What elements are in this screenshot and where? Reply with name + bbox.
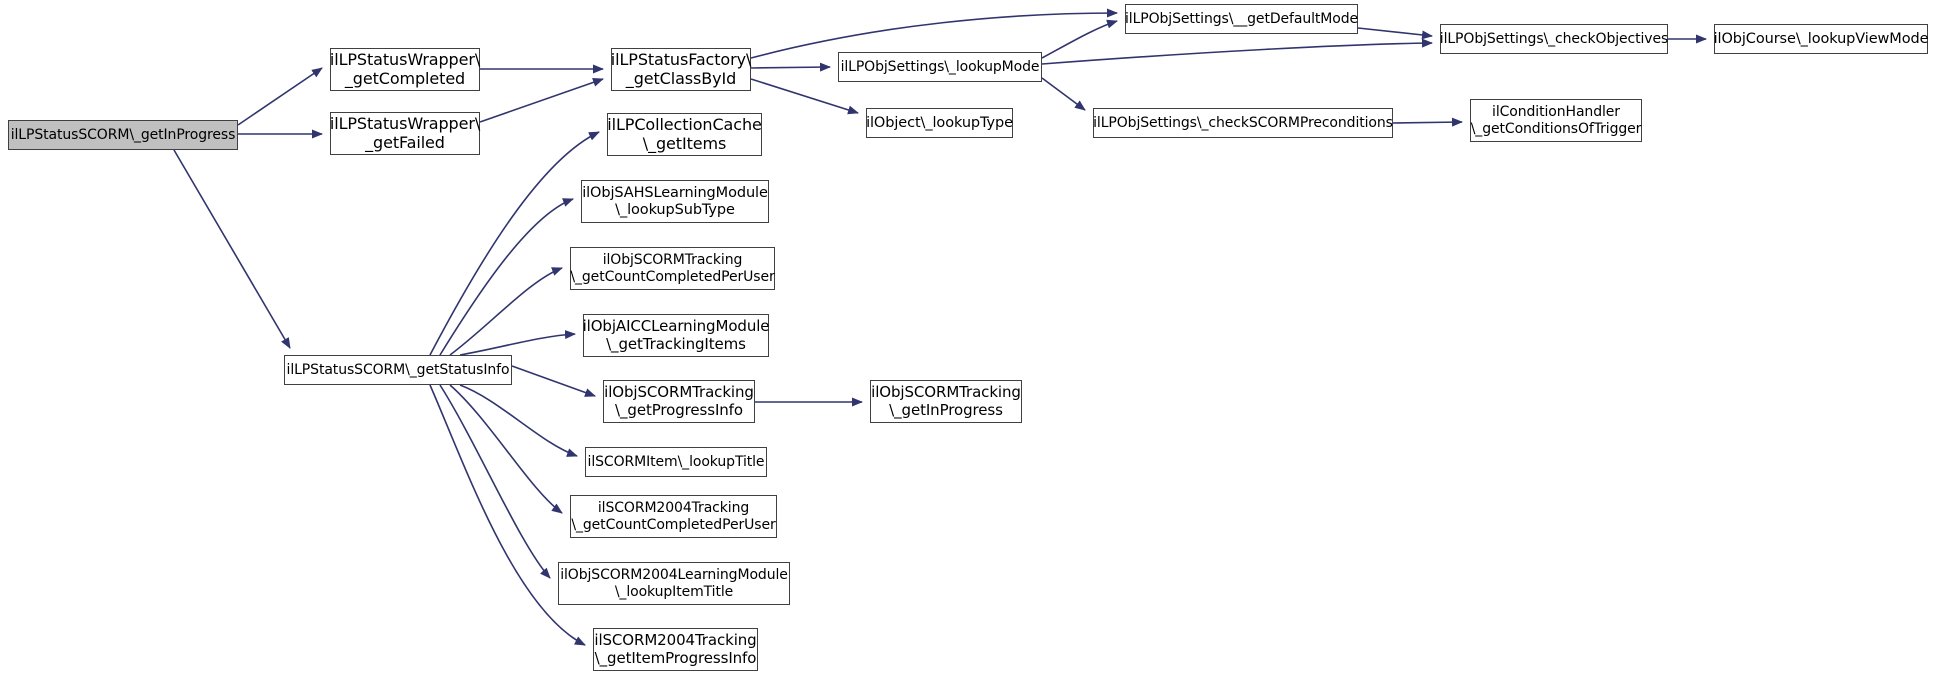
graph-node-n3[interactable]: ilLPStatusFactory\_getClassById bbox=[611, 48, 751, 91]
graph-node-n12[interactable]: ilSCORM2004Tracking\_getItemProgressInfo bbox=[593, 628, 758, 671]
call-edge bbox=[750, 78, 859, 115]
graph-node-n10[interactable]: ilSCORM2004Tracking\_getCountCompletedPe… bbox=[570, 495, 777, 538]
graph-node-label: ilObjAICCLearningModule bbox=[582, 317, 770, 336]
graph-node-label: \_getProgressInfo bbox=[615, 400, 743, 419]
graph-node-label: ilSCORM2004Tracking bbox=[594, 631, 757, 650]
call-edge bbox=[459, 330, 576, 356]
graph-node-n20[interactable]: ilObjCourse\_lookupViewMode bbox=[1713, 24, 1929, 54]
graph-node-n14[interactable]: ilLPObjSettings\_lookupMode bbox=[838, 52, 1042, 82]
graph-node-n18[interactable]: ilLPObjSettings\_checkObjectives bbox=[1440, 24, 1668, 54]
graph-node-label: \_getItems bbox=[642, 133, 727, 153]
graph-node-label: ilSCORM2004Tracking bbox=[597, 500, 750, 517]
graph-node-label: ilObjSCORMTracking bbox=[604, 383, 754, 402]
graph-node-label: ilLPObjSettings\_checkObjectives bbox=[1439, 30, 1669, 47]
call-edge bbox=[479, 78, 604, 123]
call-edge bbox=[750, 62, 831, 72]
graph-node-label: ilObjSCORMTracking bbox=[602, 252, 743, 269]
graph-node-n9[interactable]: ilSCORMItem\_lookupTitle bbox=[585, 447, 767, 477]
graph-node-label: _getCompleted bbox=[344, 68, 466, 88]
graph-node-label: \_getInProgress bbox=[889, 400, 1003, 419]
call-edge bbox=[1392, 117, 1463, 127]
graph-node-label: \_lookupSubType bbox=[615, 201, 735, 218]
graph-node-n7[interactable]: ilObjAICCLearningModule\_getTrackingItem… bbox=[582, 314, 770, 357]
graph-node-label: \_getCountCompletedPerUser bbox=[571, 516, 776, 533]
graph-node-label: ilLPObjSettings\_checkSCORMPreconditions bbox=[1093, 114, 1393, 131]
graph-node-n4[interactable]: ilLPCollectionCache\_getItems bbox=[607, 113, 762, 156]
call-edge bbox=[173, 149, 291, 349]
graph-node-label: ilObjCourse\_lookupViewMode bbox=[1713, 30, 1929, 47]
graph-node-label: ilObjSAHSLearningModule bbox=[582, 184, 768, 201]
graph-node-label: \_getConditionsOfTrigger bbox=[1470, 120, 1642, 137]
call-edge bbox=[237, 67, 323, 126]
graph-node-n15[interactable]: ilObject\_lookupType bbox=[866, 108, 1013, 138]
graph-node-label: ilLPCollectionCache bbox=[607, 114, 762, 134]
graph-node-n19[interactable]: ilConditionHandler\_getConditionsOfTrigg… bbox=[1470, 99, 1642, 142]
call-edge bbox=[429, 384, 586, 646]
graph-node-n11[interactable]: ilObjSCORM2004LearningModule\_lookupItem… bbox=[558, 562, 790, 605]
call-edge bbox=[439, 384, 551, 579]
graph-node-n1[interactable]: ilLPStatusWrapper\_getCompleted bbox=[330, 48, 480, 91]
call-edge bbox=[1041, 77, 1086, 111]
graph-node-label: \_getItemProgressInfo bbox=[594, 648, 757, 667]
call-edge bbox=[439, 198, 574, 356]
call-edge bbox=[1041, 38, 1433, 65]
graph-node-n17[interactable]: ilLPObjSettings\_checkSCORMPreconditions bbox=[1093, 108, 1393, 138]
graph-node-label: ilLPStatusSCORM\_getStatusInfo bbox=[286, 361, 510, 378]
call-edge bbox=[459, 384, 578, 457]
graph-node-label: ilObjSCORM2004LearningModule bbox=[560, 567, 788, 584]
graph-node-label: ilLPObjSettings\_lookupMode bbox=[840, 58, 1040, 75]
graph-node-n6[interactable]: ilObjSCORMTracking\_getCountCompletedPer… bbox=[570, 247, 775, 290]
call-edge bbox=[1041, 19, 1118, 59]
graph-node-label: _getClassById bbox=[625, 68, 737, 88]
graph-node-label: ilConditionHandler bbox=[1492, 104, 1620, 121]
graph-node-label: ilSCORMItem\_lookupTitle bbox=[587, 453, 765, 470]
graph-node-label: _getFailed bbox=[365, 132, 445, 152]
graph-node-label: ilLPObjSettings\__getDefaultMode bbox=[1124, 10, 1359, 27]
graph-node-label: ilObject\_lookupType bbox=[866, 114, 1013, 131]
graph-node-n16[interactable]: ilLPObjSettings\__getDefaultMode bbox=[1125, 4, 1358, 34]
graph-node-label: ilLPStatusWrapper\ bbox=[329, 113, 481, 133]
call-edge bbox=[449, 267, 563, 356]
graph-node-label: ilLPStatusFactory\ bbox=[610, 49, 752, 69]
graph-node-label: ilLPStatusWrapper\ bbox=[329, 49, 481, 69]
graph-node-label: ilLPStatusSCORM\_getInProgress bbox=[10, 126, 236, 143]
call-edge bbox=[449, 384, 563, 514]
graph-node-n8[interactable]: ilObjSCORMTracking\_getProgressInfo bbox=[603, 380, 755, 423]
graph-node-n21[interactable]: ilObjSCORMTracking\_getInProgress bbox=[870, 380, 1022, 423]
call-edge bbox=[511, 365, 596, 397]
graph-node-n2[interactable]: ilLPStatusWrapper\_getFailed bbox=[330, 112, 480, 155]
graph-node-label: ilObjSCORMTracking bbox=[871, 383, 1021, 402]
graph-node-label: \_getCountCompletedPerUser bbox=[570, 268, 775, 285]
graph-node-label: \_lookupItemTitle bbox=[614, 583, 734, 600]
call-edge bbox=[1357, 27, 1433, 40]
call-edge bbox=[429, 131, 600, 356]
graph-node-n5[interactable]: ilObjSAHSLearningModule\_lookupSubType bbox=[581, 180, 769, 223]
graph-node-n13[interactable]: ilLPStatusSCORM\_getStatusInfo bbox=[284, 355, 512, 385]
graph-node-n0[interactable]: ilLPStatusSCORM\_getInProgress bbox=[8, 120, 238, 150]
graph-node-label: \_getTrackingItems bbox=[606, 334, 746, 353]
